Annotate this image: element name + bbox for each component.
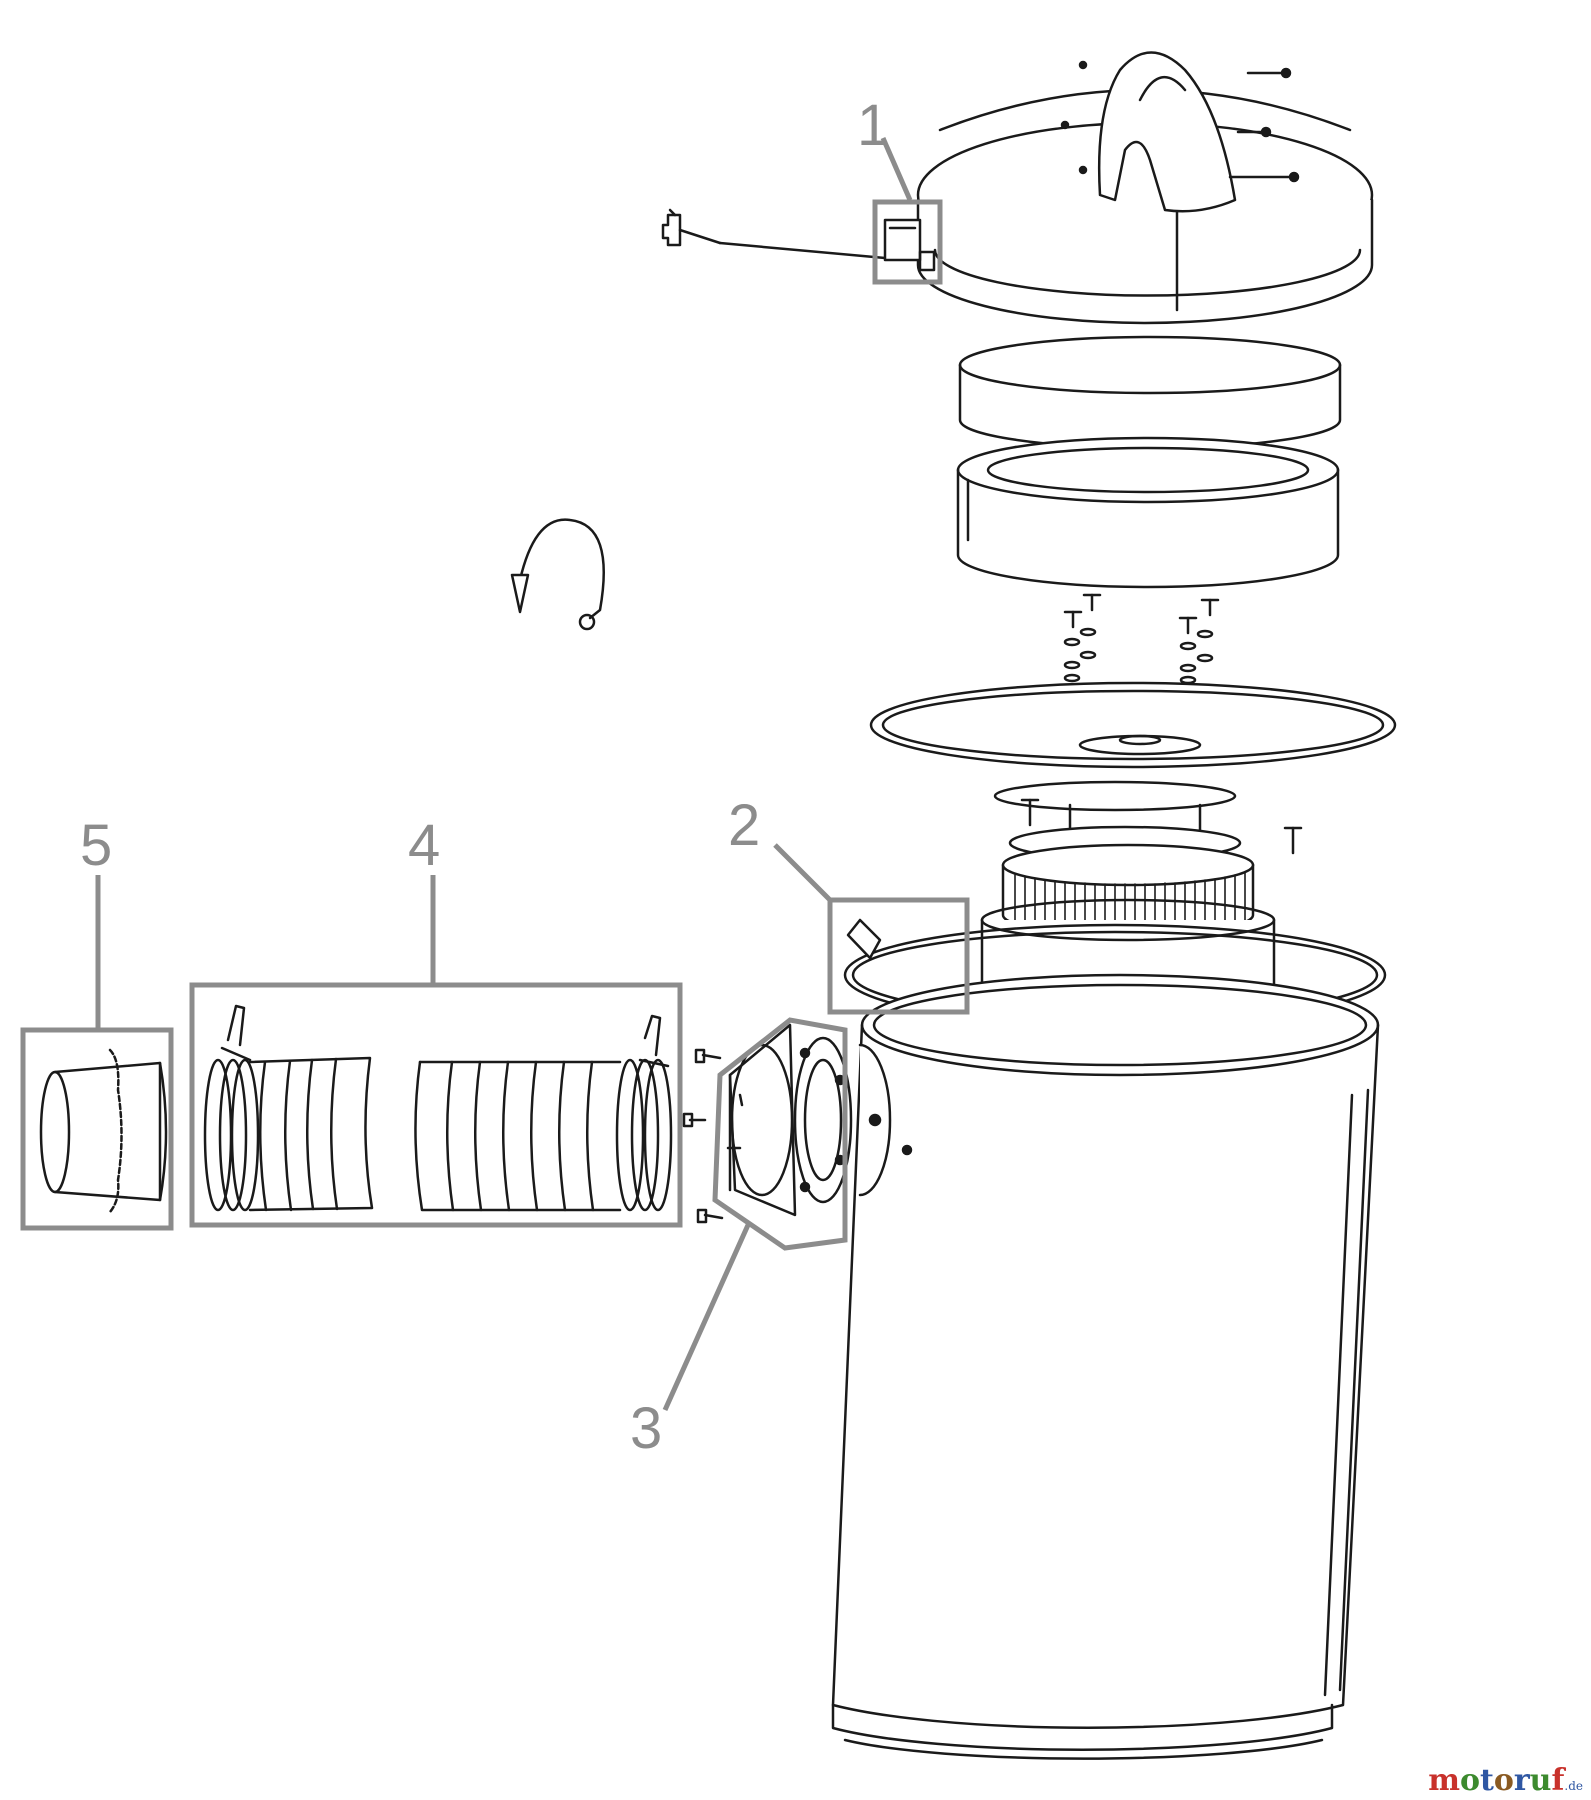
callout-box-3 [712, 1017, 848, 1251]
logo-o2: o [1493, 1763, 1514, 1798]
callout-leader-3 [662, 1223, 751, 1412]
logo-u: u [1529, 1763, 1552, 1798]
lid-screws [1060, 60, 1300, 183]
callout-number-2: 2 [728, 793, 760, 858]
callout-leader-1 [880, 137, 913, 201]
logo-r: r [1513, 1763, 1530, 1798]
cord-hook [510, 518, 605, 631]
callout-number-3: 3 [630, 1396, 662, 1461]
callout-leader-2 [773, 843, 832, 902]
mounting-plate [869, 681, 1397, 769]
drum [831, 973, 1380, 1760]
connector-nozzle [39, 1048, 168, 1214]
filter-bottom [956, 436, 1340, 589]
hose [203, 1004, 673, 1212]
logo-m: m [1428, 1763, 1460, 1798]
logo-f: f [1551, 1763, 1565, 1798]
filter-top [958, 335, 1342, 450]
switch [883, 218, 936, 272]
logo-o1: o [1459, 1763, 1480, 1798]
logo-suffix: .de [1564, 1779, 1583, 1793]
motor-head [916, 88, 1374, 325]
callout-box-4 [189, 982, 683, 1228]
callout-number-5: 5 [80, 813, 112, 878]
callout-number-4: 4 [408, 813, 440, 878]
handle [1097, 51, 1237, 213]
power-cord [661, 208, 887, 260]
inlet-flange [682, 1023, 913, 1224]
callout-box-2 [827, 897, 970, 1015]
motoruf-logo: motoruf.de [1428, 1763, 1583, 1798]
screws-washers [1063, 593, 1220, 685]
callout-box-1 [872, 199, 943, 285]
logo-t: t [1479, 1763, 1494, 1798]
callout-number-1: 1 [857, 93, 889, 158]
